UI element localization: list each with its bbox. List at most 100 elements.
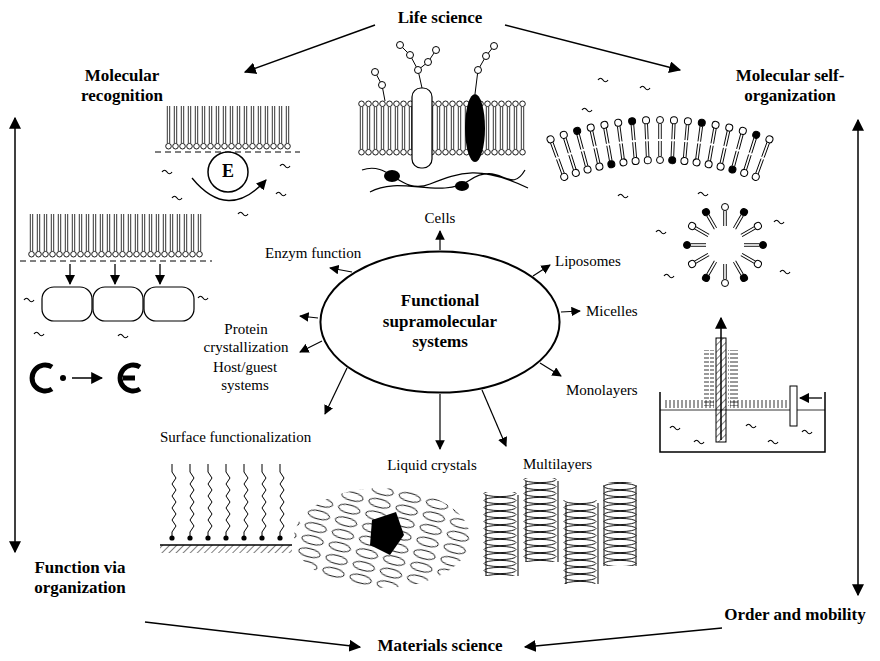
liposome-figure xyxy=(554,158,568,182)
ellipse-outline xyxy=(320,251,559,392)
langmuir-trough-figure xyxy=(660,392,825,452)
micelle-figure xyxy=(744,242,767,249)
relation-arrow xyxy=(245,25,375,72)
liposome-figure xyxy=(618,194,628,198)
relation-arrow xyxy=(15,25,858,647)
enzyme-figure xyxy=(238,212,248,216)
surface-chain-figure xyxy=(160,544,292,546)
protein-crystal-figure xyxy=(93,287,143,321)
enzyme-figure xyxy=(276,192,286,196)
protein-crystal-figure xyxy=(118,334,128,338)
cell-membrane-figure xyxy=(415,67,422,74)
protein-crystal-figure xyxy=(69,264,70,284)
cell-membrane-figure xyxy=(372,42,498,89)
micelle-figure xyxy=(740,251,763,268)
protein-crystal-figure xyxy=(144,287,194,321)
liposome-figure xyxy=(592,147,604,170)
liposome-figure xyxy=(546,78,774,198)
liquid-crystal-figure xyxy=(294,488,470,588)
cell-membrane-figure xyxy=(358,100,526,128)
cell-membrane-figure xyxy=(475,67,482,74)
langmuir-trough-figure xyxy=(728,350,738,406)
relation-arrow xyxy=(14,118,16,552)
liposome-figure xyxy=(598,78,608,82)
multilayer-figure xyxy=(482,492,522,576)
liposome-figure xyxy=(670,117,678,140)
surface-chain-figure xyxy=(259,464,266,541)
host-guest-symbol xyxy=(60,375,66,381)
langmuir-trough-figure xyxy=(802,430,812,434)
multilayer-figure xyxy=(600,482,640,566)
enzyme-figure xyxy=(208,152,248,192)
concept-label: Order and mobility xyxy=(724,605,865,625)
liposome-figure xyxy=(747,130,760,154)
system-label: Monolayers xyxy=(566,381,638,399)
node-text-group: Functional supramolecular systems xyxy=(365,291,515,352)
domain-label: Life science xyxy=(398,8,483,28)
liposome-figure xyxy=(722,123,734,146)
liposome-figure xyxy=(567,154,580,178)
micelle-figure xyxy=(701,260,718,283)
langmuir-trough-figure xyxy=(720,318,722,440)
surface-chain-figure xyxy=(187,464,194,541)
system-label: Multilayers xyxy=(523,455,592,473)
multilayer-figure xyxy=(482,478,640,584)
liposome-figure xyxy=(618,143,628,166)
micelle-figure xyxy=(731,260,748,283)
concept-label: Molecular self-organization xyxy=(715,66,865,107)
cell-membrane-figure xyxy=(358,100,526,156)
enzyme-figure xyxy=(165,106,291,150)
concept-label: Molecular recognition xyxy=(81,66,163,107)
liposome-figure xyxy=(605,145,616,168)
multilayer-figure xyxy=(486,481,636,584)
cell-membrane-figure xyxy=(433,47,440,54)
cell-membrane-figure xyxy=(397,42,404,49)
liposome-figure xyxy=(657,117,664,140)
multilayer-figure xyxy=(522,478,562,562)
langmuir-trough-figure xyxy=(704,350,714,406)
relation-arrow xyxy=(145,622,360,647)
multilayer-figure xyxy=(562,500,602,584)
cell-membrane-figure xyxy=(375,45,494,101)
branch-arrow xyxy=(300,341,322,352)
liposome-figure xyxy=(640,86,650,90)
liposome-figure xyxy=(657,141,664,164)
cell-membrane-figure xyxy=(372,69,379,76)
liquid-crystal-figure xyxy=(294,488,470,588)
concept-label: Function via organization xyxy=(34,558,126,599)
host-guest-symbol xyxy=(120,365,140,391)
surface-chain-figure xyxy=(169,464,176,541)
liposome-figure xyxy=(582,108,592,112)
liposome-figure xyxy=(705,145,716,168)
liposome-figure xyxy=(683,117,692,140)
liposome-figure xyxy=(559,130,572,154)
enzyme-figure xyxy=(280,164,290,168)
system-label: Host/guest systems xyxy=(200,358,290,394)
langmuir-trough-figure xyxy=(694,440,704,444)
enzyme-figure xyxy=(192,178,266,201)
protein-crystal-figure xyxy=(28,214,203,258)
liposome-figure xyxy=(587,123,599,146)
cell-membrane-figure xyxy=(412,88,432,168)
enzyme-letter: E xyxy=(222,161,234,183)
liposome-figure xyxy=(573,127,586,151)
branch-arrow xyxy=(439,231,440,250)
branch-arrow xyxy=(300,316,318,318)
liposome-figure xyxy=(630,142,639,165)
enzyme-figure xyxy=(165,106,291,150)
liposome-figure xyxy=(740,154,753,178)
branch-arrow xyxy=(533,265,550,276)
cell-membrane-figure xyxy=(358,42,528,193)
host-guest-symbol xyxy=(32,365,52,391)
liposome-figure xyxy=(546,135,560,159)
surface-chain-figure xyxy=(277,464,284,541)
micelle-figure xyxy=(701,207,718,230)
micelle-figure xyxy=(687,251,710,268)
branch-arrow xyxy=(561,311,580,312)
protein-crystal-figure xyxy=(42,287,92,321)
system-label: Cells xyxy=(425,209,456,227)
protein-crystal-figure xyxy=(70,264,160,284)
branch-arrow xyxy=(439,394,440,449)
surface-chain-figure xyxy=(205,464,212,541)
